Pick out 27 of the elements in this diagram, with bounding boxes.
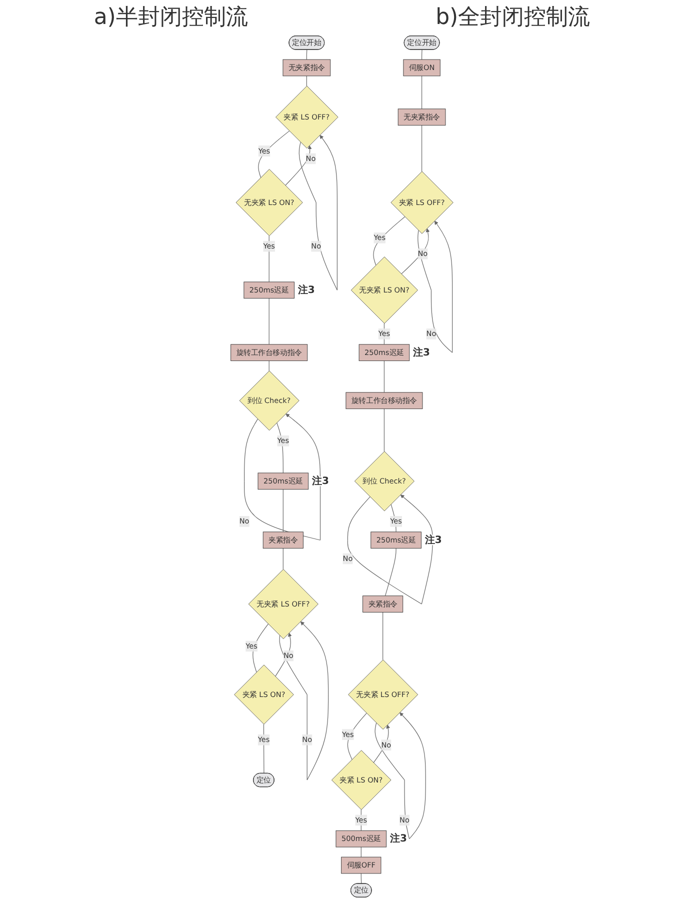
connector bbox=[360, 846, 362, 858]
note-label: 注3 bbox=[298, 284, 315, 296]
note-label: 注3 bbox=[424, 534, 442, 546]
arrow bbox=[373, 724, 390, 763]
connector bbox=[373, 216, 406, 266]
connector bbox=[382, 612, 384, 660]
connector bbox=[384, 548, 396, 596]
connector bbox=[282, 548, 284, 570]
arrow bbox=[347, 494, 433, 604]
connector bbox=[263, 724, 264, 774]
connector bbox=[268, 360, 270, 372]
note-label: 注3 bbox=[390, 834, 407, 845]
connector bbox=[268, 298, 270, 345]
connector bbox=[252, 624, 269, 672]
connector bbox=[282, 489, 284, 532]
connector bbox=[306, 49, 308, 60]
section-heading: a)半封闭控制流 bbox=[94, 4, 248, 32]
arrow bbox=[374, 712, 426, 840]
connector bbox=[268, 236, 270, 282]
connector bbox=[390, 504, 396, 532]
note-label: 注3 bbox=[413, 347, 430, 358]
connector bbox=[360, 873, 362, 884]
connector bbox=[306, 76, 307, 86]
connector bbox=[347, 712, 367, 760]
connector bbox=[258, 130, 290, 178]
arrow bbox=[244, 414, 321, 540]
section-heading: b)全封闭控制流 bbox=[436, 4, 590, 32]
